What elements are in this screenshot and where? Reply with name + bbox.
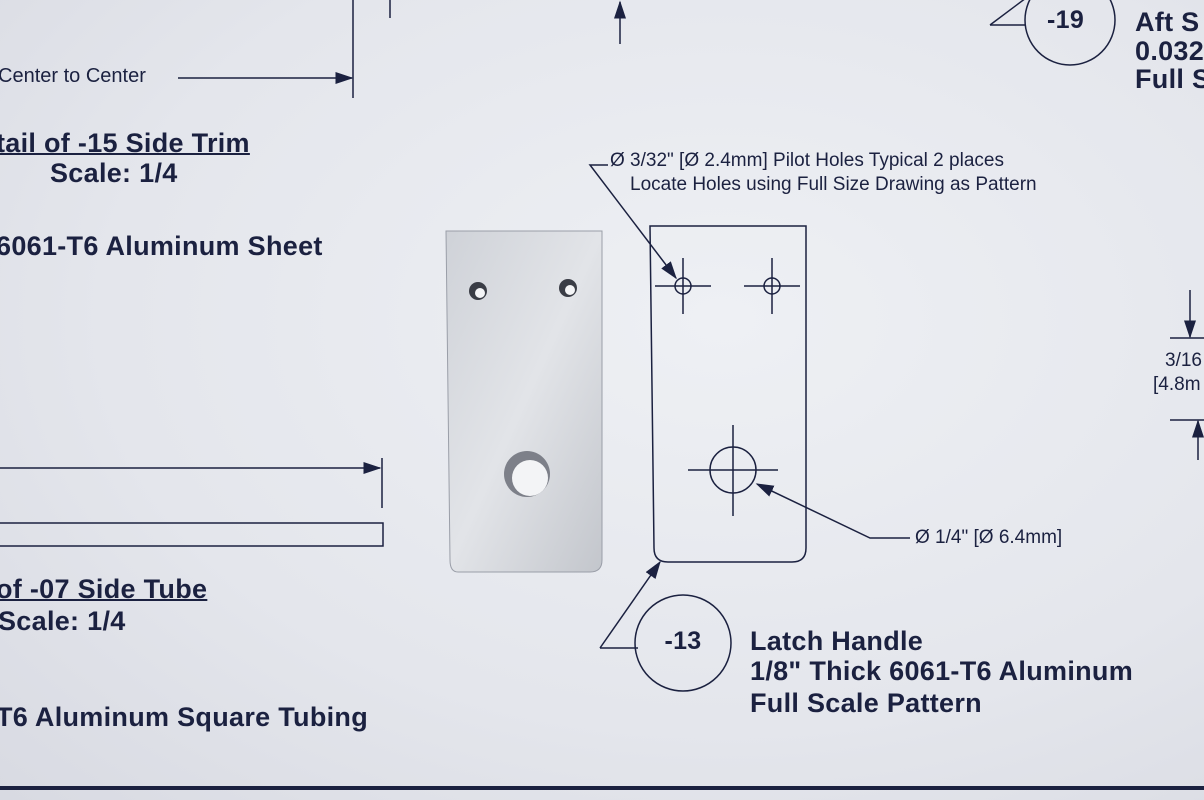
part-19-line3: Full S [1135,64,1204,94]
center-to-center-label: Center to Center [0,65,146,87]
detail-15-material: 6061-T6 Aluminum Sheet [0,231,323,261]
part-13-number: -13 [664,627,702,655]
part-13-note: Full Scale Pattern [750,688,982,718]
side-tube-outline [0,522,384,547]
detail-15-title: tail of -15 Side Trim [0,128,250,158]
part-13-material: 1/8" Thick 6061-T6 Aluminum [750,656,1134,686]
detail-15-scale: Scale: 1/4 [50,158,178,188]
detail-07-material: T6 Aluminum Square Tubing [0,702,368,732]
part-19-line2: 0.032 [1135,36,1204,66]
dimension-metric: [4.8m [1153,374,1201,395]
pilot-holes-note: Locate Holes using Full Size Drawing as … [630,174,1037,195]
aluminum-part [445,230,603,573]
part-13-balloon [634,594,732,692]
detail-07-title: of -07 Side Tube [0,574,208,604]
hole-callout: Ø 1/4" [Ø 6.4mm] [915,527,1063,548]
part-19-balloon [1024,0,1116,66]
part-19-number: -19 [1047,6,1085,34]
pilot-holes-callout: Ø 3/32" [Ø 2.4mm] Pilot Holes Typical 2 … [610,150,1004,171]
dimension-fraction: 3/16 [1165,350,1202,371]
latch-handle-pattern [649,225,807,563]
part-13-name: Latch Handle [750,626,924,656]
detail-07-scale: Scale: 1/4 [0,606,126,636]
part-19-line1: Aft S [1135,7,1200,37]
